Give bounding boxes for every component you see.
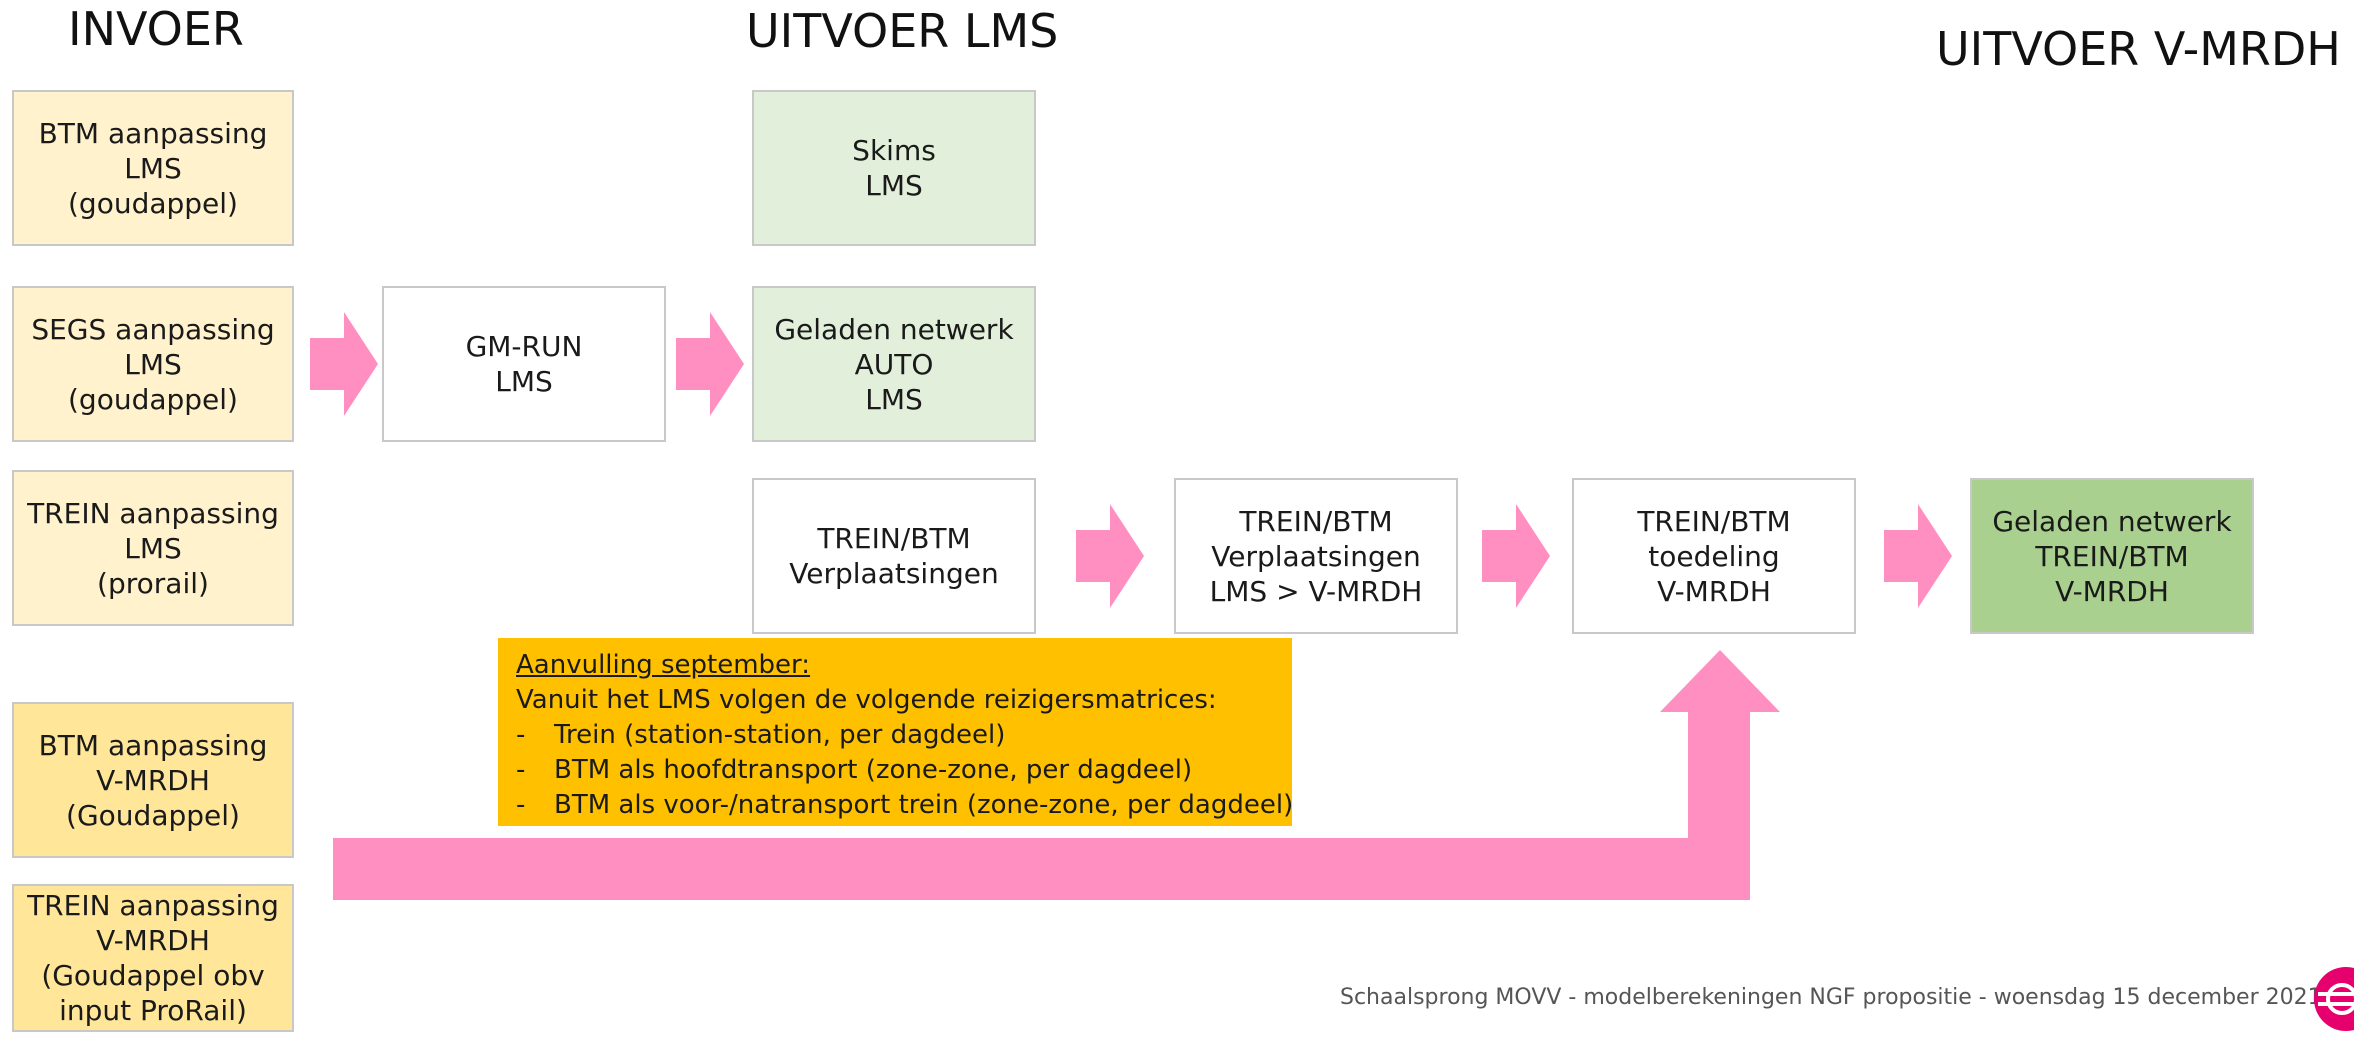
- arrow-segs-to-gmrun: [310, 312, 378, 416]
- note-item: BTM als hoofdtransport (zone-zone, per d…: [516, 753, 1274, 788]
- box-line: Verplaatsingen: [789, 557, 999, 590]
- note-item: BTM als voor-/natransport trein (zone-zo…: [516, 788, 1293, 823]
- output-skims-lms: Skims LMS: [752, 90, 1036, 246]
- output-geladen-netwerk-vmrdh: Geladen netwerk TREIN/BTM V-MRDH: [1970, 478, 2254, 634]
- box-line: SEGS aanpassing: [31, 312, 275, 346]
- note-title: Aanvulling september:: [516, 650, 811, 680]
- box-line: TREIN/BTM: [1637, 504, 1791, 538]
- box-line: (goudappel): [68, 186, 238, 220]
- box-line: LMS: [124, 531, 182, 565]
- box-line: V-MRDH: [2055, 574, 2169, 608]
- heading-uitvoer-lms: UITVOER LMS: [746, 4, 1059, 58]
- logo-icon: [2306, 966, 2354, 1037]
- note-list: Trein (station-station, per dagdeel) BTM…: [516, 718, 1293, 823]
- box-line: LMS: [495, 365, 553, 398]
- box-line: Verplaatsingen: [1211, 539, 1421, 573]
- heading-invoer: INVOER: [68, 2, 244, 56]
- output-trein-btm-verplaatsingen: TREIN/BTM Verplaatsingen: [752, 478, 1036, 634]
- box-line: LMS: [124, 151, 182, 185]
- box-line: GM-RUN: [465, 330, 583, 363]
- box-line: TREIN/BTM: [817, 522, 971, 555]
- input-btm-lms: BTM aanpassing LMS (goudappel): [12, 90, 294, 246]
- box-line: Skims: [852, 134, 936, 167]
- box-line: toedeling: [1648, 539, 1780, 573]
- box-line: BTM aanpassing: [38, 116, 268, 150]
- note-aanvulling-september: Aanvulling september: Vanuit het LMS vol…: [498, 638, 1293, 826]
- box-line: TREIN/BTM: [2035, 539, 2189, 573]
- box-line: (prorail): [97, 566, 209, 600]
- conversion-lms-to-vmrdh: TREIN/BTM Verplaatsingen LMS > V-MRDH: [1174, 478, 1458, 634]
- box-line: (Goudappel): [66, 798, 240, 832]
- box-line: V-MRDH: [96, 924, 210, 957]
- footer-text: Schaalsprong MOVV - modelberekeningen NG…: [1340, 985, 2322, 1010]
- box-line: LMS: [865, 382, 923, 416]
- note-item: Trein (station-station, per dagdeel): [516, 718, 1274, 753]
- box-line: V-MRDH: [1657, 574, 1771, 608]
- gm-run-box: GM-RUN LMS: [382, 286, 666, 442]
- arrow-conversion-to-toedeling: [1482, 504, 1550, 608]
- box-line: AUTO: [854, 347, 934, 381]
- arrow-trein-to-conversion: [1076, 504, 1144, 608]
- output-auto-lms: Geladen netwerk AUTO LMS: [752, 286, 1036, 442]
- box-line: (Goudappel obv: [41, 959, 265, 992]
- arrow-gmrun-to-lms: [676, 312, 744, 416]
- heading-uitvoer-vmrdh: UITVOER V-MRDH: [1936, 22, 2341, 76]
- elbow-arrow: [333, 650, 1780, 900]
- box-line: Geladen netwerk: [1992, 504, 2232, 538]
- box-line: TREIN/BTM: [1239, 504, 1393, 538]
- arrow-toedeling-to-final: [1884, 504, 1952, 608]
- input-segs-lms: SEGS aanpassing LMS (goudappel): [12, 286, 294, 442]
- box-line: input ProRail): [59, 994, 247, 1027]
- input-trein-vmrdh: TREIN aanpassing V-MRDH (Goudappel obv i…: [12, 884, 294, 1032]
- box-line: LMS > V-MRDH: [1209, 574, 1423, 608]
- box-line: BTM aanpassing: [38, 728, 268, 762]
- box-line: Geladen netwerk: [774, 312, 1014, 346]
- note-intro: Vanuit het LMS volgen de volgende reizig…: [516, 685, 1217, 715]
- box-line: (goudappel): [68, 382, 238, 416]
- toedeling-vmrdh: TREIN/BTM toedeling V-MRDH: [1572, 478, 1856, 634]
- box-line: V-MRDH: [96, 763, 210, 797]
- box-line: LMS: [124, 347, 182, 381]
- box-line: TREIN aanpassing: [27, 889, 279, 922]
- box-line: TREIN aanpassing: [27, 496, 279, 530]
- box-line: LMS: [865, 169, 923, 202]
- input-btm-vmrdh: BTM aanpassing V-MRDH (Goudappel): [12, 702, 294, 858]
- input-trein-lms: TREIN aanpassing LMS (prorail): [12, 470, 294, 626]
